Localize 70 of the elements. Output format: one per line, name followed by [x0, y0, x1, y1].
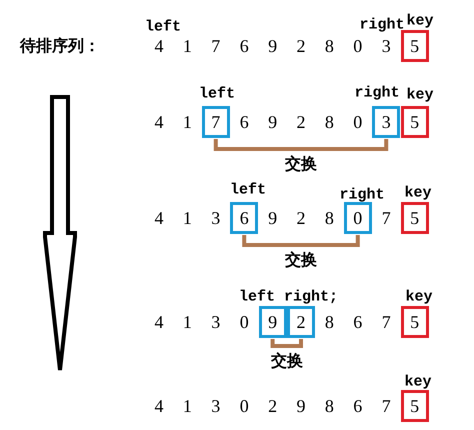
- number: 9: [296, 397, 306, 415]
- pointer-box: 0: [344, 202, 372, 234]
- edge-label: 交换: [285, 156, 317, 172]
- number: 4: [154, 397, 164, 415]
- number: 8: [324, 397, 334, 415]
- pointer-label: key: [406, 88, 434, 102]
- number: 6: [353, 397, 362, 415]
- pointer-label: right: [340, 188, 384, 202]
- pointer-box: 3: [372, 106, 400, 138]
- number: 2: [268, 397, 278, 415]
- number: 4: [154, 37, 164, 55]
- number: 8: [324, 313, 334, 331]
- pointer-label: key: [406, 290, 432, 304]
- number: 1: [182, 313, 192, 331]
- number: 8: [324, 37, 334, 55]
- pointer-label: key: [404, 186, 432, 200]
- number: 0: [240, 313, 249, 331]
- pointer-box: 7: [202, 106, 230, 138]
- pointer-box: 9: [258, 306, 287, 338]
- pointer-label: key: [404, 374, 432, 390]
- number: 4: [154, 113, 164, 131]
- number: 0: [240, 397, 249, 415]
- pointer-label: left: [230, 182, 266, 198]
- pointer-label: right: [354, 86, 400, 100]
- number: 6: [240, 37, 249, 55]
- number: 0: [353, 113, 362, 131]
- number: 2: [296, 209, 306, 227]
- number: 8: [324, 209, 334, 227]
- pointer-label: key: [406, 14, 434, 28]
- swap-bracket: [270, 339, 303, 348]
- swap-bracket: [214, 139, 388, 151]
- edge-label: 交换: [285, 252, 317, 268]
- key-box: 5: [400, 202, 429, 234]
- number: 9: [268, 209, 278, 227]
- number: 9: [268, 113, 278, 131]
- pointer-box: 6: [230, 202, 258, 234]
- number: 1: [182, 113, 192, 131]
- key-box: 5: [400, 106, 429, 138]
- number: 7: [211, 37, 220, 55]
- number: 4: [154, 209, 164, 227]
- number: 3: [382, 37, 391, 55]
- number: 4: [154, 313, 164, 331]
- key-box: 5: [400, 306, 429, 338]
- number: 8: [324, 113, 334, 131]
- number: 3: [211, 313, 220, 331]
- pointer-label: left: [239, 290, 275, 304]
- pointer-box: 2: [287, 306, 315, 338]
- number: 6: [353, 313, 362, 331]
- number: 0: [353, 37, 362, 55]
- pointer-label: left: [199, 86, 235, 102]
- number: 9: [268, 37, 278, 55]
- number: 3: [211, 397, 220, 415]
- number: 6: [240, 113, 249, 131]
- key-box: 5: [400, 30, 429, 62]
- pointer-label: right: [360, 18, 404, 32]
- edge-label: 交换: [270, 353, 303, 369]
- key-box: 5: [400, 390, 429, 422]
- number: 7: [382, 313, 391, 331]
- pointer-label: right;: [284, 290, 338, 304]
- number: 2: [296, 113, 306, 131]
- pointer-label: left: [145, 20, 181, 34]
- number: 1: [182, 397, 192, 415]
- swap-bracket: [242, 235, 360, 247]
- row-caption: 待排序列：: [20, 38, 100, 54]
- number: 7: [382, 209, 391, 227]
- number: 3: [211, 209, 220, 227]
- number: 2: [296, 37, 306, 55]
- number: 1: [182, 209, 192, 227]
- number: 7: [382, 397, 391, 415]
- number: 1: [182, 37, 192, 55]
